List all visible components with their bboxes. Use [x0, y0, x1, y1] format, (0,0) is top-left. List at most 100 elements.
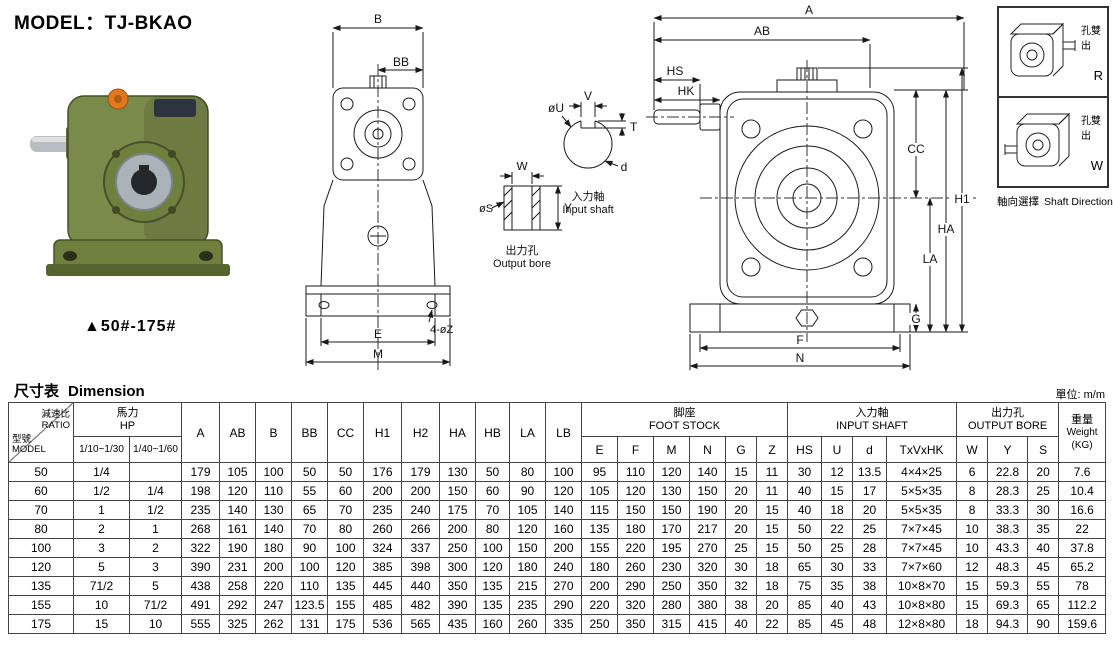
- value-cell: 112.2: [1058, 595, 1107, 615]
- value-cell: 120: [653, 462, 690, 482]
- dim-label-ou: øU: [548, 101, 564, 115]
- dim-label-v: V: [584, 89, 592, 103]
- value-cell: 160: [475, 614, 510, 634]
- value-cell: 176: [363, 462, 402, 482]
- value-cell: 38: [725, 595, 757, 615]
- value-cell: 33: [852, 557, 888, 577]
- value-cell: 85: [787, 614, 823, 634]
- dim-label-y: Y: [564, 201, 572, 215]
- value-cell: 268: [181, 519, 220, 539]
- value-cell: 1: [129, 519, 182, 539]
- value-cell: 43: [852, 595, 888, 615]
- value-cell: 20: [755, 595, 789, 615]
- value-cell: 380: [689, 595, 726, 615]
- value-cell: 155: [327, 595, 364, 615]
- value-cell: 28: [852, 538, 888, 558]
- value-cell: 15: [755, 519, 789, 539]
- dim-label-e: E: [374, 327, 382, 341]
- dim-label-cc: CC: [907, 142, 925, 156]
- value-cell: 350: [617, 614, 654, 634]
- value-cell: 438: [181, 576, 220, 596]
- value-cell: 55: [291, 481, 328, 501]
- value-cell: 300: [439, 557, 476, 577]
- value-cell: 179: [401, 462, 440, 482]
- value-cell: 250: [439, 538, 476, 558]
- value-cell: 105: [509, 500, 546, 520]
- dim-label-m: M: [373, 347, 383, 361]
- output-bore-detail: W øS Y 出力孔 Output bore: [479, 162, 572, 270]
- value-cell: 80: [509, 462, 546, 482]
- value-cell: 262: [255, 614, 292, 634]
- value-cell: 48.3: [987, 557, 1029, 577]
- value-cell: 38: [852, 576, 888, 596]
- value-cell: 235: [509, 595, 546, 615]
- value-cell: 320: [617, 595, 654, 615]
- value-cell: 3: [73, 538, 130, 558]
- value-cell: 90: [509, 481, 546, 501]
- value-cell: 155: [581, 538, 618, 558]
- value-cell: 337: [401, 538, 440, 558]
- value-cell: 120: [475, 557, 510, 577]
- dim-label-g: G: [911, 312, 920, 326]
- value-cell: 179: [181, 462, 220, 482]
- value-cell: 100: [327, 538, 364, 558]
- value-cell: 10: [956, 538, 989, 558]
- value-cell: 140: [219, 500, 256, 520]
- value-cell: 18: [755, 557, 789, 577]
- value-cell: 10.4: [1058, 481, 1107, 501]
- value-cell: 260: [617, 557, 654, 577]
- col-header-AB: AB: [219, 402, 256, 463]
- value-cell: 25: [725, 538, 757, 558]
- value-cell: 3: [129, 557, 182, 577]
- input-shaft-caption-en: Input shaft: [562, 204, 613, 216]
- value-cell: 6: [956, 462, 989, 482]
- value-cell: 105: [219, 462, 256, 482]
- col-header-TxVxHK: TxVxHK: [886, 436, 958, 463]
- value-cell: 70: [327, 500, 364, 520]
- value-cell: 290: [617, 576, 654, 596]
- section-heading-cn: 尺寸表: [14, 383, 60, 400]
- value-cell: 115: [581, 500, 618, 520]
- value-cell: 15: [755, 500, 789, 520]
- value-cell: 10×8×70: [886, 576, 958, 596]
- value-cell: 78: [1058, 576, 1107, 596]
- value-cell: 120: [219, 481, 256, 501]
- direction-letter-r: R: [1093, 67, 1103, 83]
- value-cell: 80: [475, 519, 510, 539]
- value-cell: 65: [1027, 595, 1060, 615]
- value-cell: 485: [363, 595, 402, 615]
- value-cell: 65: [787, 557, 823, 577]
- value-cell: 135: [475, 595, 510, 615]
- value-cell: 120: [545, 481, 582, 501]
- value-cell: 260: [363, 519, 402, 539]
- gearbox-sketch-r-icon: [1009, 22, 1076, 77]
- value-cell: 350: [439, 576, 476, 596]
- value-cell: 15: [73, 614, 130, 634]
- dim-label-b: B: [374, 12, 382, 26]
- col-header-H1: H1: [363, 402, 402, 463]
- value-cell: 60: [327, 481, 364, 501]
- value-cell: 482: [401, 595, 440, 615]
- corner-diagonal: [9, 403, 73, 462]
- value-cell: 320: [689, 557, 726, 577]
- value-cell: 12×8×80: [886, 614, 958, 634]
- value-cell: 100: [291, 557, 328, 577]
- value-cell: 7×7×45: [886, 519, 958, 539]
- value-cell: 385: [363, 557, 402, 577]
- value-cell: 180: [617, 519, 654, 539]
- value-cell: 60: [475, 481, 510, 501]
- value-cell: 85: [787, 595, 823, 615]
- value-cell: 20: [725, 519, 757, 539]
- col-header-A: A: [181, 402, 220, 463]
- value-cell: 20: [1027, 462, 1060, 482]
- col-header-B: B: [255, 402, 292, 463]
- value-cell: 220: [617, 538, 654, 558]
- value-cell: 59.3: [987, 576, 1029, 596]
- photo-name-plate: [154, 99, 196, 117]
- value-cell: 40: [787, 500, 823, 520]
